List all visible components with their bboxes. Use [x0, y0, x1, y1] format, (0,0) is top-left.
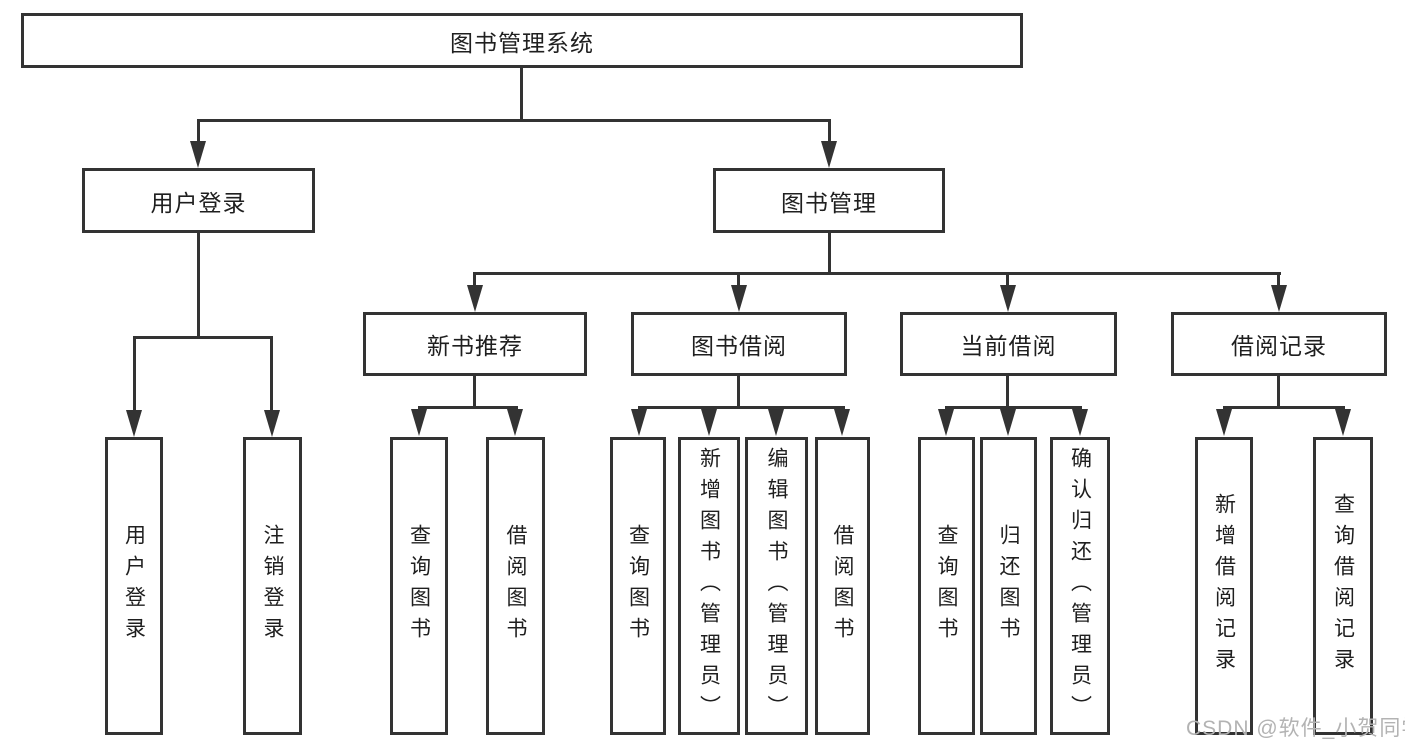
- connector-line: [737, 272, 740, 288]
- node-new-book-recommend: 新书推荐: [363, 312, 587, 376]
- connector-line: [737, 374, 740, 409]
- arrowhead-down-icon: [1216, 409, 1232, 436]
- connector-line: [133, 336, 136, 412]
- leaf-borrow-books: 借阅图书: [815, 437, 870, 735]
- arrowhead-down-icon: [1000, 285, 1016, 312]
- node-book-borrowing: 图书借阅: [631, 312, 847, 376]
- leaf-recommend-query-books: 查询图书: [390, 437, 448, 735]
- arrowhead-down-icon: [1072, 409, 1088, 436]
- connector-line: [638, 406, 845, 409]
- node-borrowing-records-label: 借阅记录: [1231, 333, 1327, 359]
- connector-line: [945, 406, 1082, 409]
- leaf-current-query-books: 查询图书: [918, 437, 975, 735]
- connector-line: [1277, 272, 1280, 288]
- arrowhead-down-icon: [467, 285, 483, 312]
- leaf-user-login: 用户登录: [105, 437, 163, 735]
- node-current-borrowing-label: 当前借阅: [960, 333, 1057, 359]
- leaf-logout: 注销登录: [243, 437, 302, 735]
- arrowhead-down-icon: [411, 409, 427, 436]
- leaf-add-borrow-record: 新增借阅记录: [1195, 437, 1253, 735]
- csdn-watermark: CSDN @软件_小贺同学: [1186, 717, 1405, 740]
- connector-line: [1006, 272, 1009, 288]
- arrowhead-down-icon: [126, 410, 142, 437]
- connector-line: [828, 119, 831, 143]
- connector-line: [828, 232, 831, 275]
- connector-line: [197, 119, 200, 143]
- arrowhead-down-icon: [701, 409, 717, 436]
- leaf-add-borrow-record-label: 新增借阅记录: [1212, 493, 1236, 679]
- arrowhead-down-icon: [834, 409, 850, 436]
- leaf-recommend-borrow-books: 借阅图书: [486, 437, 545, 735]
- leaf-confirm-return-admin-label: 确认归还（管理员）: [1068, 446, 1092, 726]
- node-new-book-recommend-label: 新书推荐: [427, 333, 523, 359]
- arrowhead-down-icon: [1335, 409, 1351, 436]
- arrowhead-down-icon: [731, 285, 747, 312]
- leaf-borrowing-query-books: 查询图书: [610, 437, 666, 735]
- arrowhead-down-icon: [631, 409, 647, 436]
- node-user-login: 用户登录: [82, 168, 315, 233]
- leaf-recommend-borrow-books-label: 借阅图书: [504, 524, 527, 648]
- connector-line: [197, 232, 200, 338]
- connector-line: [1277, 374, 1280, 409]
- node-book-management-label: 图书管理: [781, 189, 877, 216]
- arrowhead-down-icon: [821, 141, 837, 168]
- connector-line: [520, 67, 523, 120]
- node-root-label: 图书管理系统: [450, 29, 594, 56]
- connector-line: [474, 272, 1281, 275]
- arrowhead-down-icon: [264, 410, 280, 437]
- node-current-borrowing: 当前借阅: [900, 312, 1117, 376]
- leaf-edit-books-admin: 编辑图书（管理员）: [745, 437, 808, 735]
- node-borrowing-records: 借阅记录: [1171, 312, 1387, 376]
- leaf-current-query-books-label: 查询图书: [935, 524, 958, 648]
- connector-line: [197, 119, 831, 122]
- leaf-borrow-books-label: 借阅图书: [831, 524, 854, 648]
- leaf-user-login-label: 用户登录: [122, 524, 146, 648]
- connector-line: [418, 406, 518, 409]
- leaf-return-books-label: 归还图书: [997, 524, 1020, 648]
- node-user-login-label: 用户登录: [150, 189, 247, 216]
- arrowhead-down-icon: [507, 409, 523, 436]
- leaf-borrowing-query-books-label: 查询图书: [626, 524, 650, 648]
- connector-line: [473, 272, 476, 288]
- connector-line: [1223, 406, 1345, 409]
- arrowhead-down-icon: [938, 409, 954, 436]
- leaf-logout-label: 注销登录: [261, 524, 284, 648]
- connector-line: [1006, 374, 1009, 409]
- leaf-query-borrow-record: 查询借阅记录: [1313, 437, 1373, 735]
- leaf-confirm-return-admin: 确认归还（管理员）: [1050, 437, 1110, 735]
- node-book-management: 图书管理: [713, 168, 945, 233]
- leaf-query-borrow-record-label: 查询借阅记录: [1331, 493, 1355, 679]
- node-book-borrowing-label: 图书借阅: [691, 333, 787, 359]
- leaf-add-books-admin: 新增图书（管理员）: [678, 437, 740, 735]
- arrowhead-down-icon: [1000, 409, 1016, 436]
- leaf-edit-books-admin-label: 编辑图书（管理员）: [765, 446, 788, 726]
- leaf-add-books-admin-label: 新增图书（管理员）: [697, 446, 721, 726]
- connector-line: [473, 374, 476, 409]
- node-root: 图书管理系统: [21, 13, 1023, 68]
- arrowhead-down-icon: [768, 409, 784, 436]
- arrowhead-down-icon: [1271, 285, 1287, 312]
- connector-line: [270, 336, 273, 412]
- arrowhead-down-icon: [190, 141, 206, 168]
- connector-line: [133, 336, 273, 339]
- leaf-return-books: 归还图书: [980, 437, 1037, 735]
- leaf-recommend-query-books-label: 查询图书: [407, 524, 431, 648]
